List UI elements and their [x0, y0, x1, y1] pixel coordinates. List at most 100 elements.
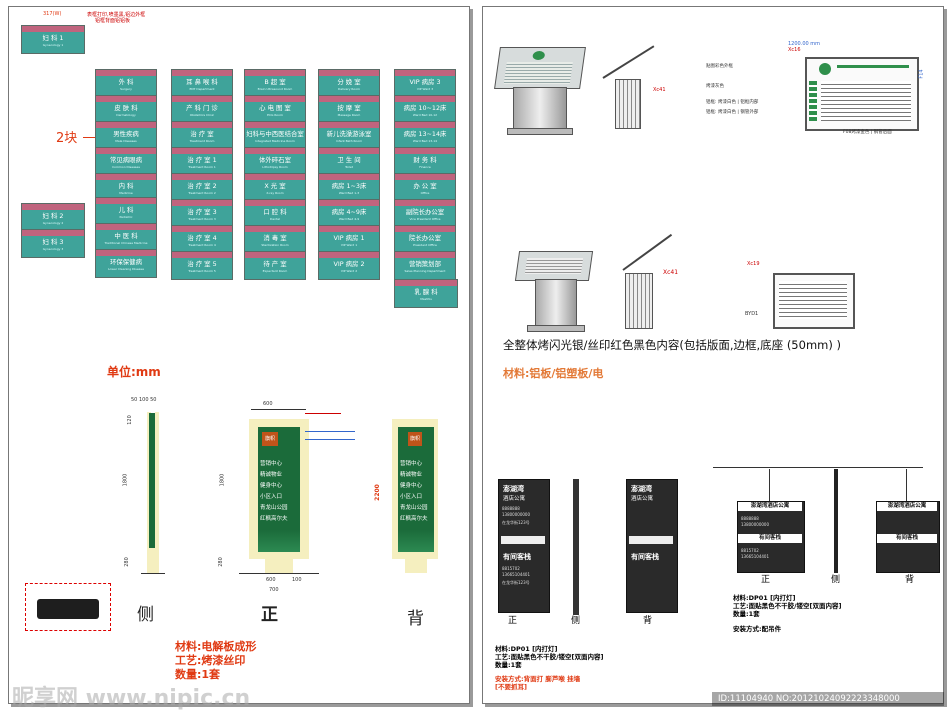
direction-item: 营销中心: [400, 461, 423, 467]
sign-cn-label: 按 摩 室: [337, 104, 361, 112]
board-note-1: 贴图彩色外框: [706, 64, 733, 69]
hang-rod-back: [906, 469, 907, 501]
sign-en-label: ENT Department: [189, 87, 215, 91]
direction-item: 精诚物业: [260, 472, 283, 478]
sign-en-label: Massage Room: [337, 113, 361, 117]
board-note-2: 铝框: 烤漆白色 | 铝框内部: [706, 100, 759, 105]
sign-en-label: Ward Bed 4-9: [338, 217, 360, 221]
sign-en-label: Common Diseases: [112, 165, 140, 169]
sign-en-label: Lithotripsy Room: [262, 165, 288, 169]
sign-header-strip: [172, 252, 232, 258]
sign-header-strip: [172, 148, 232, 154]
right-drawing-panel: Xc41 1200.00 mm Xc16 F14 贴图彩色外框 铝框: 烤漆白色…: [482, 6, 944, 704]
sign-header-strip: [395, 70, 455, 76]
board-1: [805, 57, 919, 131]
sign-en-label: Vice President Office: [409, 217, 441, 221]
kiosk-1-stand: [513, 87, 567, 131]
sign-header-strip: [319, 148, 379, 154]
sign-header-strip: [96, 96, 156, 102]
side-view-label: 侧: [137, 605, 154, 625]
kiosk-2-top: [514, 251, 594, 281]
kiosk-2-side-stand: [625, 273, 653, 329]
hang-sign-front: 澎湖湾酒店公寓 8888888 13800000000 有间客栈 8815702…: [737, 501, 805, 573]
sign-cn-label: 乳 腺 科: [414, 288, 438, 296]
sign-en-label: Treatment Room 2: [188, 191, 216, 195]
sign-header-strip: [319, 70, 379, 76]
back-brand-logo: 旗帜: [408, 432, 422, 446]
sign-header-strip: [245, 70, 305, 76]
sign-cn-label: 治 疗 室 4: [187, 234, 217, 242]
sign-cn-label: 体外碎石室: [259, 156, 291, 164]
sign-en-label: Integrated Medicine Room: [255, 139, 295, 143]
back-pylon-base: [405, 559, 427, 573]
hang-sign-back: 澎湖湾酒店公寓 有间客栈: [876, 501, 940, 573]
direction-item: 青龙山公园: [400, 505, 428, 511]
direction-item: 青龙山公园: [260, 505, 288, 511]
sign-en-label: Medicine: [119, 191, 133, 195]
base-detail-frame: [25, 583, 111, 631]
board-2-x19: Xc19: [747, 261, 760, 267]
front-pylon-panel: 旗帜 营销中心精诚物业健身中心小区入口青龙山公园红枫高尔夫: [258, 427, 300, 552]
pylon-craft: 工艺:烤漆丝印: [175, 654, 246, 667]
sign-cn-label: 营销策划部: [409, 260, 441, 268]
dim-bottom-600: 600: [266, 577, 276, 583]
hang-rod-front: [769, 469, 770, 501]
sign-header-strip: [172, 70, 232, 76]
sign-header-strip: [96, 122, 156, 128]
sign-header-strip: [96, 70, 156, 76]
board-1-rows: [821, 81, 911, 121]
sign-header-strip: [395, 96, 455, 102]
sign-header-strip: [395, 122, 455, 128]
front-view-label: 正: [261, 605, 278, 625]
sign-cn-label: 环保保健病: [110, 258, 142, 266]
hang-front-phone: 13800000000: [741, 522, 769, 527]
back-wave-decor: [398, 530, 434, 552]
direction-item: 小区入口: [260, 494, 283, 500]
sign-header-strip: [96, 198, 156, 204]
install-right: 安装方式:配吊件: [733, 625, 782, 633]
sign-en-label: Toilet: [345, 165, 353, 169]
sign-header-strip: [245, 122, 305, 128]
sign-header-strip: [172, 200, 232, 206]
inn-name: 有间客栈: [503, 553, 531, 561]
sign-en-label: Treatment Room: [189, 139, 215, 143]
sign-en-label: Brain Ultrasound Room: [257, 87, 293, 91]
sign-en-label: Pediatric: [119, 215, 133, 219]
hotel-brand: 澎湖湾: [503, 485, 524, 493]
sign-en-label: VIP Ward 3: [416, 87, 434, 91]
sign-header-strip: [395, 280, 457, 286]
sign-header-strip: [96, 174, 156, 180]
label-back-left: 背: [643, 616, 653, 626]
hotel-back-brand: 澎湖湾: [631, 485, 652, 493]
sign-cn-label: 消 毒 室: [263, 234, 287, 242]
label-side-right: 侧: [831, 575, 841, 585]
back-direction-list: 营销中心精诚物业健身中心小区入口青龙山公园红枫高尔夫: [400, 459, 434, 525]
hang-front-inn: 有间客栈: [738, 534, 802, 543]
count-label: 2块: [56, 131, 78, 146]
sign-header-strip: [22, 204, 84, 210]
sign-cn-label: 治 疗 室 3: [187, 208, 217, 216]
sign-header-strip: [319, 200, 379, 206]
label-back-right: 背: [905, 575, 915, 585]
inn-phone: 13665104401: [502, 572, 530, 577]
back-pylon-panel: 旗帜 营销中心精诚物业健身中心小区入口青龙山公园红枫高尔夫: [398, 427, 434, 552]
install-left-2: [不要抓耳]: [495, 683, 527, 691]
sign-header-strip: [96, 224, 156, 230]
